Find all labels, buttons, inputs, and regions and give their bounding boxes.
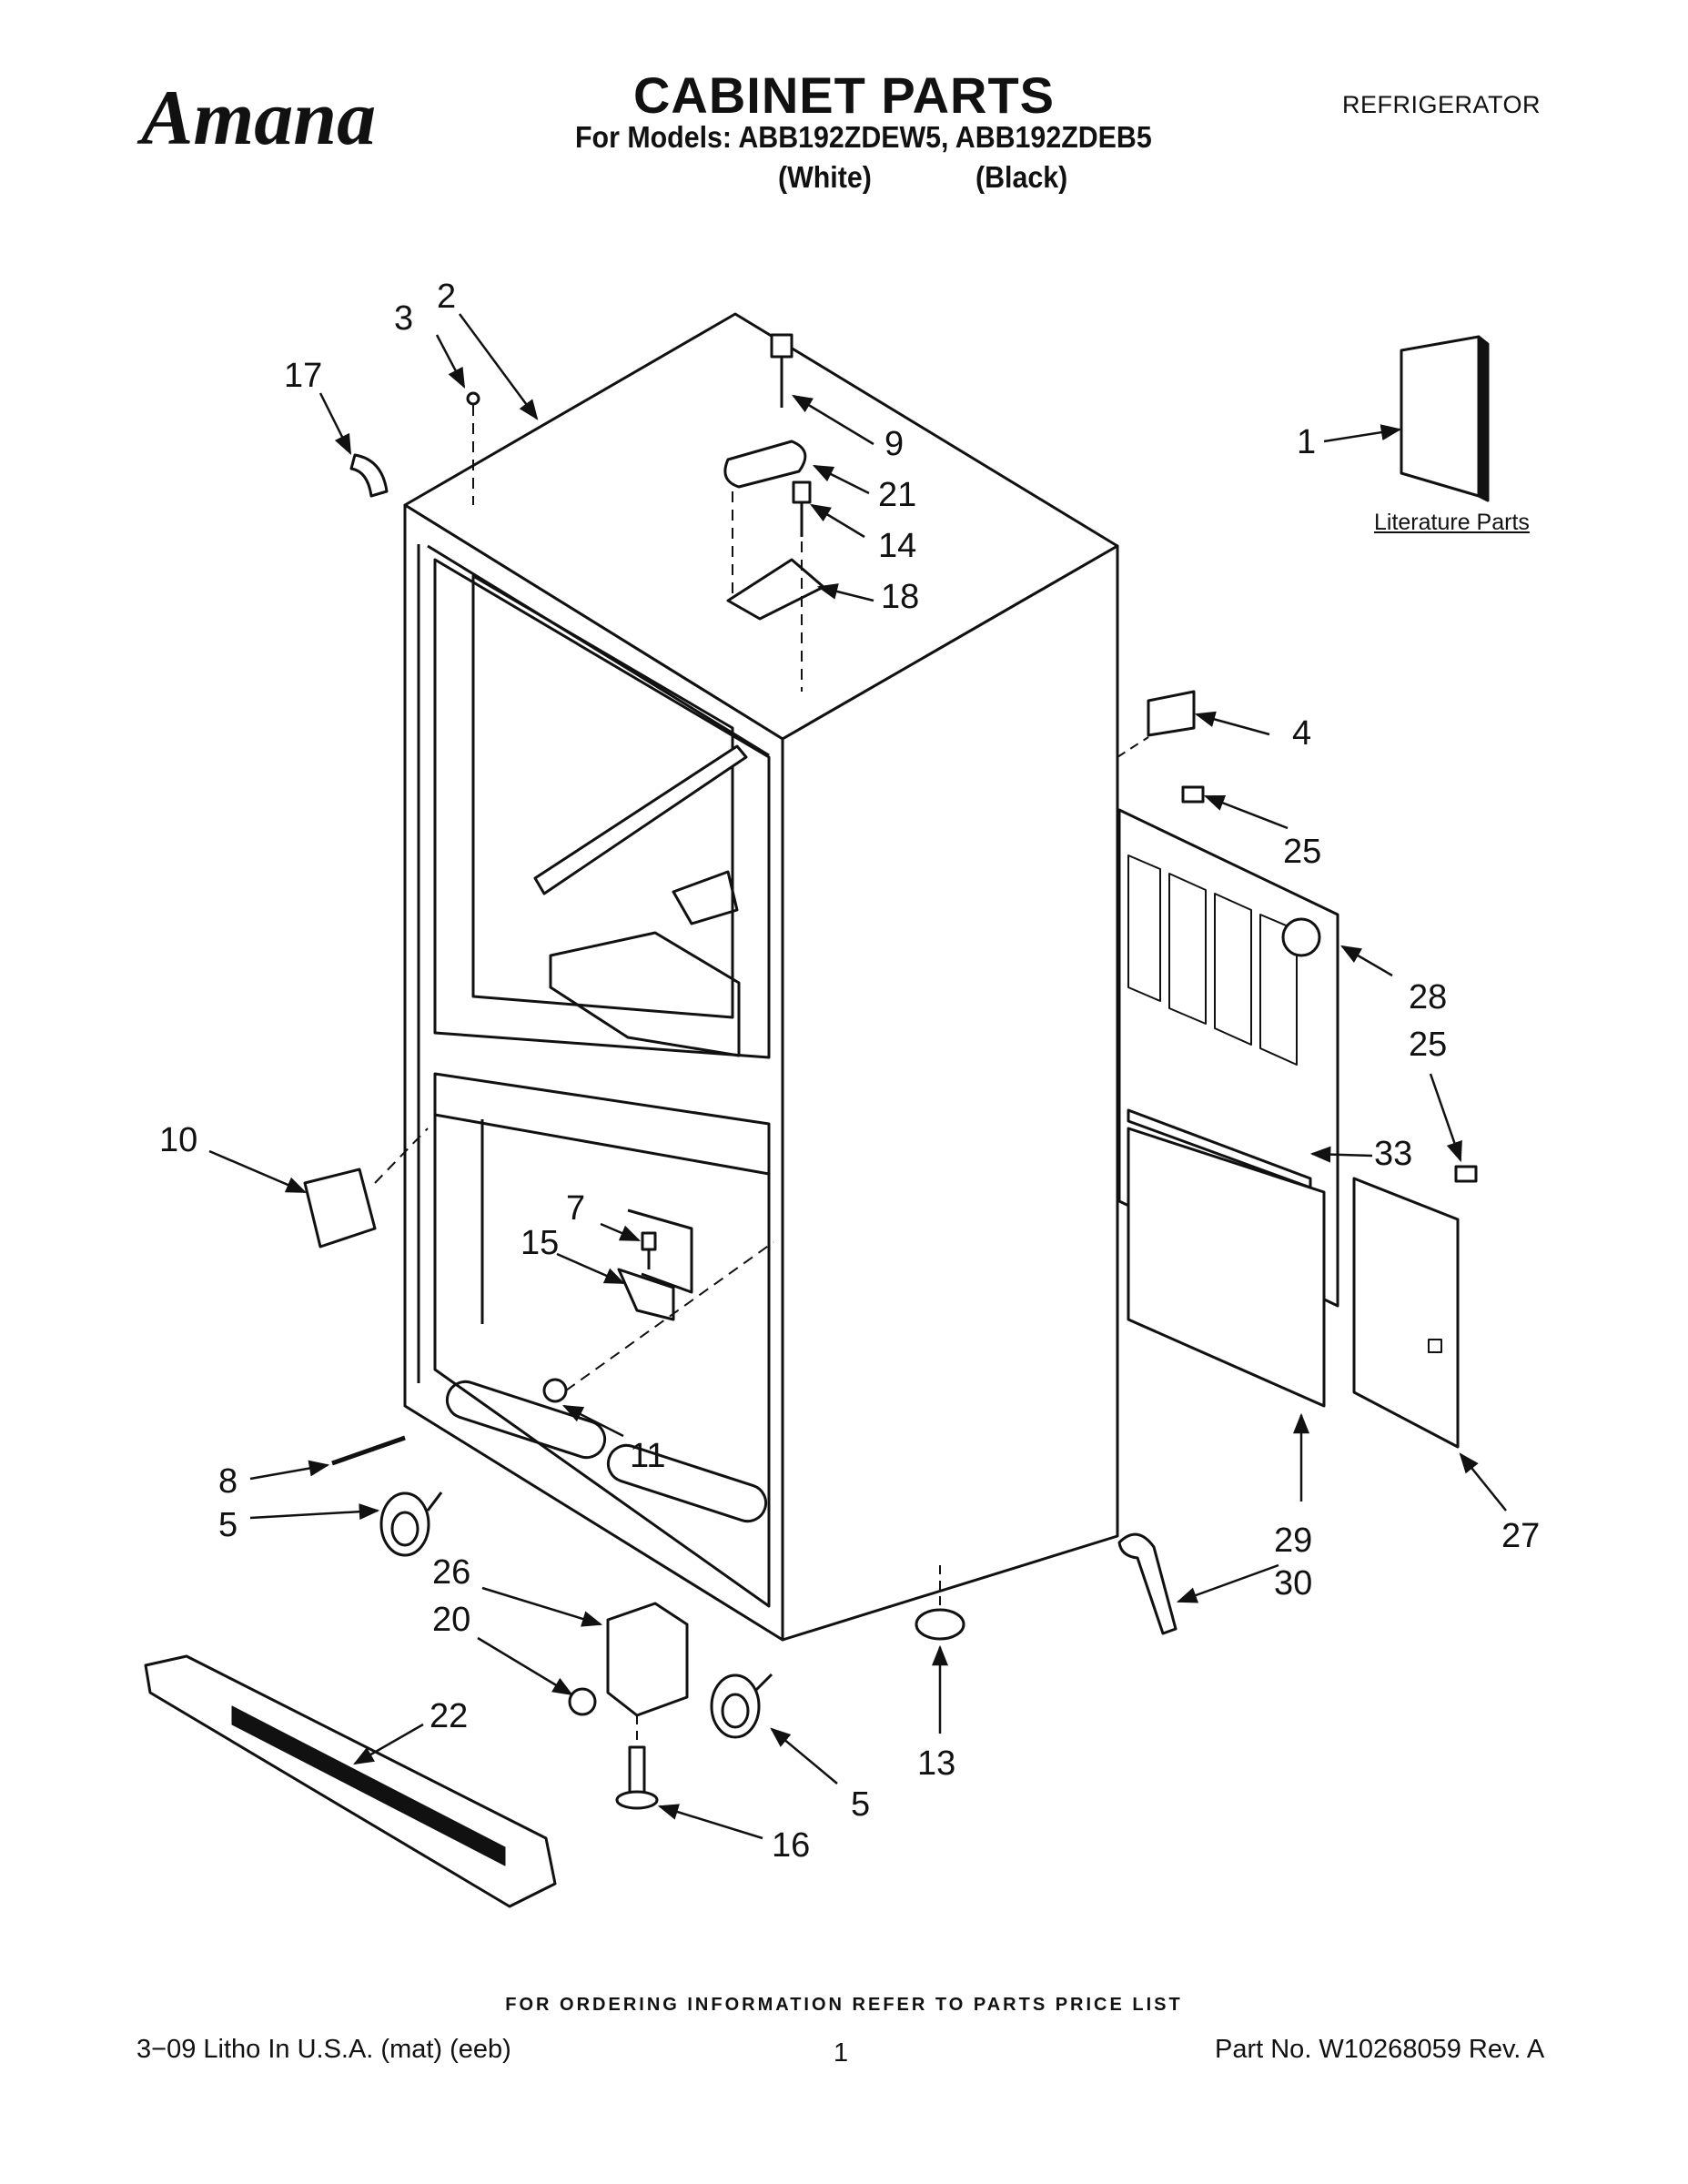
- callout-20: 20: [432, 1601, 470, 1639]
- callout-11: 11: [630, 1437, 665, 1475]
- page-title: CABINET PARTS: [632, 66, 1056, 124]
- label-4: [1147, 690, 1196, 737]
- callout-18: 18: [881, 578, 919, 616]
- screw-25-upper: [1181, 785, 1205, 804]
- foot-13: [915, 1565, 965, 1641]
- caster-5-left: [379, 1491, 443, 1557]
- screw-25-lower: [1454, 1165, 1478, 1183]
- callout-4: 4: [1292, 714, 1311, 753]
- hinge-15: [617, 1268, 675, 1321]
- callout-33: 33: [1374, 1135, 1412, 1173]
- variant-white-label: (White): [778, 160, 872, 194]
- callout-25-upper: 25: [1283, 833, 1321, 871]
- rear-cover-27: [1352, 1177, 1460, 1449]
- literature-booklet: [1400, 335, 1490, 502]
- callout-8: 8: [218, 1462, 238, 1501]
- control-box-10: [303, 1168, 377, 1249]
- callout-17: 17: [284, 357, 322, 395]
- variant-black-label: (Black): [975, 160, 1068, 194]
- rear-panel-29: [1127, 1127, 1326, 1408]
- screw-20: [568, 1687, 597, 1716]
- literature-parts-label: Literature Parts: [1374, 510, 1530, 535]
- bolt-8: [331, 1435, 406, 1466]
- screw-7: [641, 1231, 657, 1269]
- top-hinge-assembly: [723, 333, 825, 692]
- screw-11: [542, 1241, 774, 1403]
- callout-1: 1: [1297, 423, 1316, 461]
- callout-26: 26: [432, 1553, 470, 1592]
- category-label: REFRIGERATOR: [1342, 91, 1541, 118]
- screw-3: [466, 391, 480, 505]
- callout-13: 13: [917, 1744, 955, 1783]
- callout-14: 14: [878, 527, 916, 565]
- caster-5-right: [710, 1673, 773, 1739]
- callout-5-left: 5: [218, 1506, 238, 1544]
- page-number: 1: [834, 2038, 849, 2068]
- litho-line: 3−09 Litho In U.S.A. (mat) (eeb): [136, 2035, 511, 2064]
- tube-17: [349, 453, 389, 498]
- leader-arrows: [208, 313, 1507, 1840]
- brand-wordmark: Amana: [136, 74, 376, 161]
- callout-27: 27: [1501, 1517, 1540, 1555]
- callout-9: 9: [884, 425, 904, 463]
- amana-logo: Amana: [136, 74, 376, 161]
- leveling-bracket-26: [606, 1602, 689, 1717]
- callout-2: 2: [437, 278, 456, 316]
- ordering-info-note: FOR ORDERING INFORMATION REFER TO PARTS …: [505, 1995, 1183, 2015]
- callout-30: 30: [1274, 1564, 1312, 1603]
- callout-21: 21: [878, 476, 916, 514]
- callout-5-right: 5: [851, 1785, 870, 1824]
- cabinet-body: [403, 312, 1119, 1642]
- toe-grille-22: [144, 1654, 557, 1908]
- models-line: For Models: ABB192ZDEW5, ABB192ZDEB5: [575, 120, 1152, 154]
- callout-22: 22: [430, 1697, 468, 1735]
- part-number: Part No. W10268059 Rev. A: [1215, 2035, 1545, 2064]
- callout-16: 16: [772, 1826, 810, 1865]
- callout-7: 7: [566, 1189, 585, 1228]
- callout-28: 28: [1409, 978, 1447, 1016]
- callout-25-lower: 25: [1409, 1026, 1447, 1064]
- callout-numbers: 1 2 3 4 5 5 7 8 9 10 11 13 14 15 16 17 1…: [159, 278, 1540, 1865]
- callout-3: 3: [394, 299, 413, 338]
- callout-15: 15: [521, 1224, 559, 1262]
- leveling-leg-16: [615, 1715, 659, 1810]
- callout-29: 29: [1274, 1522, 1312, 1560]
- callout-10: 10: [159, 1121, 197, 1159]
- wrench-30: [1117, 1532, 1178, 1635]
